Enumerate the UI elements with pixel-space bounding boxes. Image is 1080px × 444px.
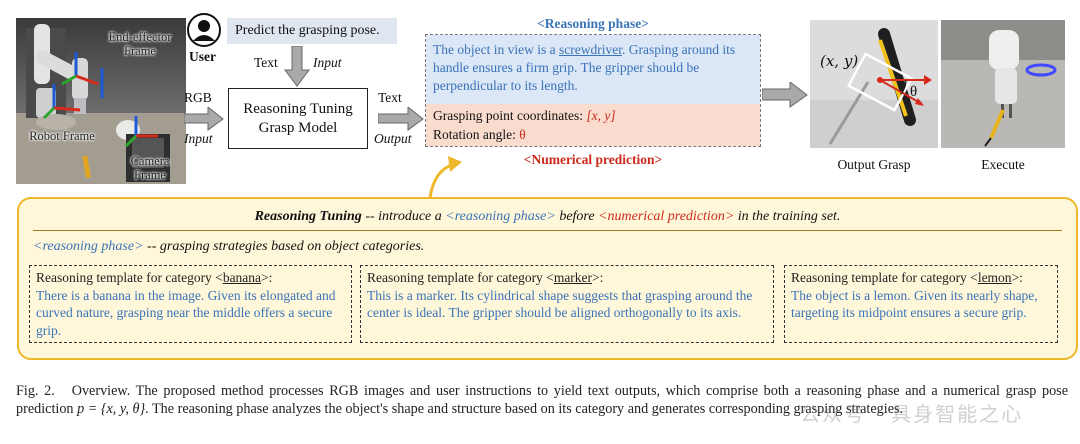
coord-value: [x, y]	[586, 108, 616, 123]
rt-title-mid1: -- introduce a	[361, 209, 446, 224]
template-lemon: Reasoning template for category <lemon>:…	[784, 265, 1058, 343]
user-prompt: Predict the grasping pose.	[227, 18, 397, 44]
connector-curve	[428, 156, 462, 199]
tmpl-head-prefix: Reasoning template for category <	[36, 270, 223, 285]
output-label: Output	[374, 131, 412, 146]
robot-scene-illustration	[16, 18, 186, 184]
text-input-arrow	[284, 46, 310, 87]
grasp-theta-label: θ	[910, 84, 918, 100]
tmpl-body: The object is a lemon. Given its nearly …	[791, 287, 1038, 321]
reasoning-tuning-title: Reasoning Tuning -- introduce a <reasoni…	[19, 209, 1076, 225]
reasoning-phase-text: The object in view is a screwdriver. Gra…	[426, 35, 760, 104]
rgb-input-arrow	[184, 107, 224, 131]
tmpl-category: lemon	[977, 270, 1012, 285]
execute-illustration	[941, 20, 1065, 148]
rt-title-bold: Reasoning Tuning	[254, 209, 362, 224]
reasoning-phase-title: <Reasoning phase>	[537, 16, 649, 31]
caption-text-1: Overview. The proposed method processes …	[16, 383, 1069, 417]
rgb-input-label: Input	[184, 131, 213, 146]
text-label: Text	[254, 55, 278, 70]
robot-scene-photo: End-effector Frame Robot Frame Camera Fr…	[16, 18, 186, 184]
tmpl-category: banana	[222, 270, 262, 285]
grasp-xy-label: (x, y)	[820, 52, 859, 70]
model-line-2: Grasp Model	[258, 119, 338, 136]
template-marker: Reasoning template for category <marker>…	[360, 265, 774, 343]
user-icon	[187, 13, 221, 47]
reasoning-object: screwdriver	[558, 42, 622, 57]
template-banana: Reasoning template for category <banana>…	[29, 265, 352, 343]
reasoning-text-before: The object in view is a	[433, 42, 559, 57]
text-output-arrow	[378, 107, 424, 131]
to-output-arrow	[762, 82, 808, 108]
numerical-prediction-title: <Numerical prediction>	[523, 152, 663, 167]
out-text-label: Text	[378, 90, 402, 105]
camera-frame-label: Camera Frame	[130, 154, 170, 182]
caption-math: p = {x, y, θ}	[77, 400, 146, 417]
watermark: 公众号 · 具身智能之心	[800, 402, 1024, 426]
model-line-1: Reasoning Tuning	[243, 100, 353, 117]
robot-frame-label: Robot Frame	[29, 129, 95, 143]
execute-photo	[941, 20, 1065, 148]
tmpl-head-prefix: Reasoning template for category <	[791, 270, 978, 285]
output-grasp-photo: (x, y) θ	[810, 20, 938, 148]
angle-label: Rotation angle:	[433, 127, 520, 142]
numerical-prediction-text: Grasping point coordinates: [x, y] Rotat…	[426, 104, 760, 146]
rt-title-tag2: <numerical prediction>	[598, 209, 735, 224]
end-effector-frame-label: End-effector Frame	[108, 30, 172, 58]
rt-divider	[33, 230, 1062, 231]
rt-title-tag1: <reasoning phase>	[445, 209, 556, 224]
figure-caption: Fig. 2. Overview. The proposed method pr…	[16, 383, 1068, 418]
user-label: User	[189, 49, 216, 64]
output-grasp-caption: Output Grasp	[837, 157, 911, 172]
output-grasp-illustration	[810, 20, 938, 148]
tmpl-body: There is a banana in the image. Given it…	[36, 287, 336, 338]
tmpl-head-suffix: >:	[261, 270, 273, 285]
reasoning-text-after: . Grasping around its handle ensures a f…	[433, 42, 736, 93]
rt-sub-text: -- grasping strategies based on object c…	[143, 239, 425, 254]
tmpl-head-prefix: Reasoning template for category <	[367, 270, 554, 285]
reasoning-phase-subtitle: <reasoning phase> -- grasping strategies…	[33, 239, 424, 255]
angle-value: θ	[519, 127, 526, 142]
rt-title-mid2: before	[555, 209, 599, 224]
model-output-box: The object in view is a screwdriver. Gra…	[425, 34, 761, 147]
rgb-label: RGB	[184, 90, 212, 105]
reasoning-tuning-grasp-model: Reasoning Tuning Grasp Model	[228, 88, 368, 149]
execute-caption: Execute	[981, 157, 1025, 172]
tmpl-category: marker	[553, 270, 593, 285]
input-label: Input	[313, 55, 342, 70]
coord-label: Grasping point coordinates:	[433, 108, 587, 123]
caption-text-2: . The reasoning phase analyzes the objec…	[145, 400, 904, 417]
tmpl-head-suffix: >:	[592, 270, 604, 285]
reasoning-tuning-panel: Reasoning Tuning -- introduce a <reasoni…	[17, 197, 1078, 360]
tmpl-body: This is a marker. Its cylindrical shape …	[367, 287, 753, 321]
caption-fig-number: Fig. 2.	[16, 383, 55, 399]
rt-title-end: in the training set.	[734, 209, 841, 224]
rt-sub-tag: <reasoning phase>	[33, 239, 144, 254]
tmpl-head-suffix: >:	[1011, 270, 1023, 285]
